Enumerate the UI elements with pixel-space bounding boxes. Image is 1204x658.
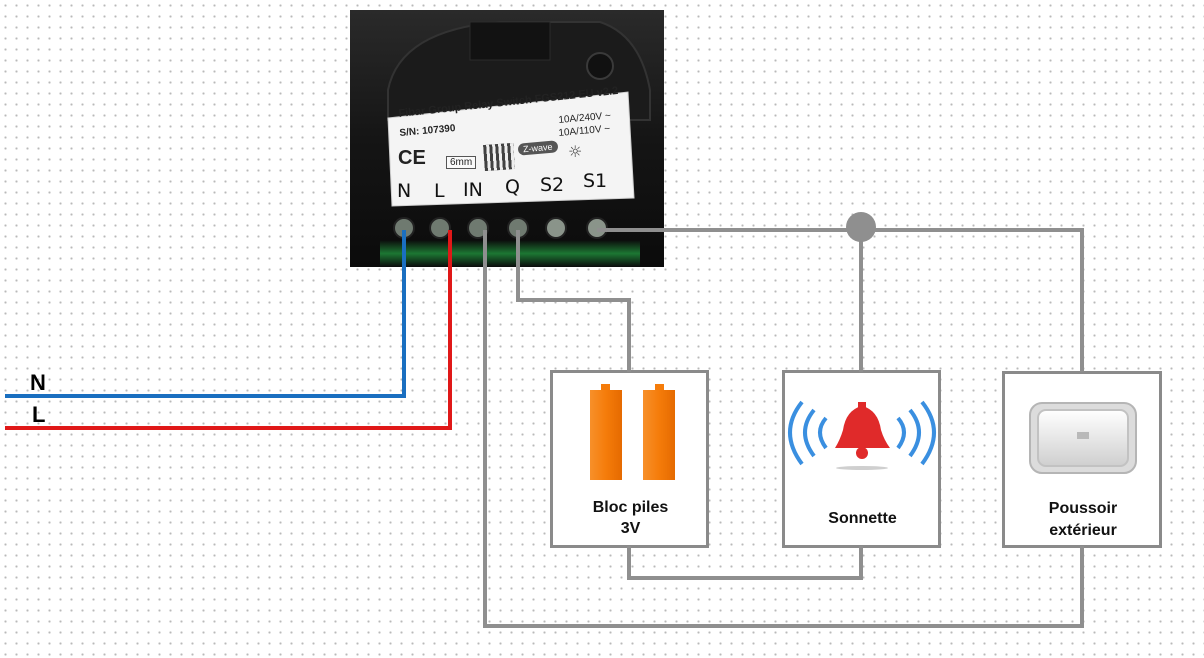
relay-module bbox=[350, 10, 664, 267]
signal-wires bbox=[483, 228, 1084, 628]
battery-icon bbox=[590, 384, 675, 480]
bell-icon bbox=[788, 400, 936, 470]
light-bulb-icon: ☼ bbox=[568, 142, 583, 161]
battery-label-line2: 3V bbox=[620, 520, 641, 537]
terminal-label-q: Q bbox=[505, 176, 520, 198]
push-button-icon bbox=[1029, 402, 1137, 474]
wire-q-battery bbox=[516, 230, 631, 372]
terminal-label-s1: S1 bbox=[583, 170, 608, 192]
neutral-label: N bbox=[30, 370, 46, 395]
mains-wires bbox=[5, 230, 452, 430]
wire-live bbox=[5, 230, 452, 430]
junction-node bbox=[846, 212, 876, 242]
push-button-label-line1: Poussoir bbox=[1048, 500, 1118, 517]
bell-label: Sonnette bbox=[828, 510, 897, 527]
wire-in-button bbox=[483, 230, 1084, 628]
wire-s1-bus bbox=[597, 228, 1084, 372]
strip-length-label: 6mm bbox=[446, 156, 477, 169]
live-label: L bbox=[32, 402, 46, 427]
wire-neutral bbox=[5, 230, 406, 398]
terminal-label-s2: S2 bbox=[540, 174, 565, 196]
terminal-label-in: IN bbox=[463, 179, 483, 201]
battery-label-line1: Bloc piles bbox=[592, 499, 669, 516]
terminal-label-l: L bbox=[434, 180, 445, 202]
ce-mark: CE bbox=[398, 147, 426, 169]
bell-box bbox=[782, 370, 941, 548]
terminal-label-n: N bbox=[397, 180, 412, 202]
qr-code-icon bbox=[483, 142, 515, 172]
push-button-label-line2: extérieur bbox=[1049, 522, 1117, 539]
wire-battery-bell bbox=[627, 546, 863, 580]
